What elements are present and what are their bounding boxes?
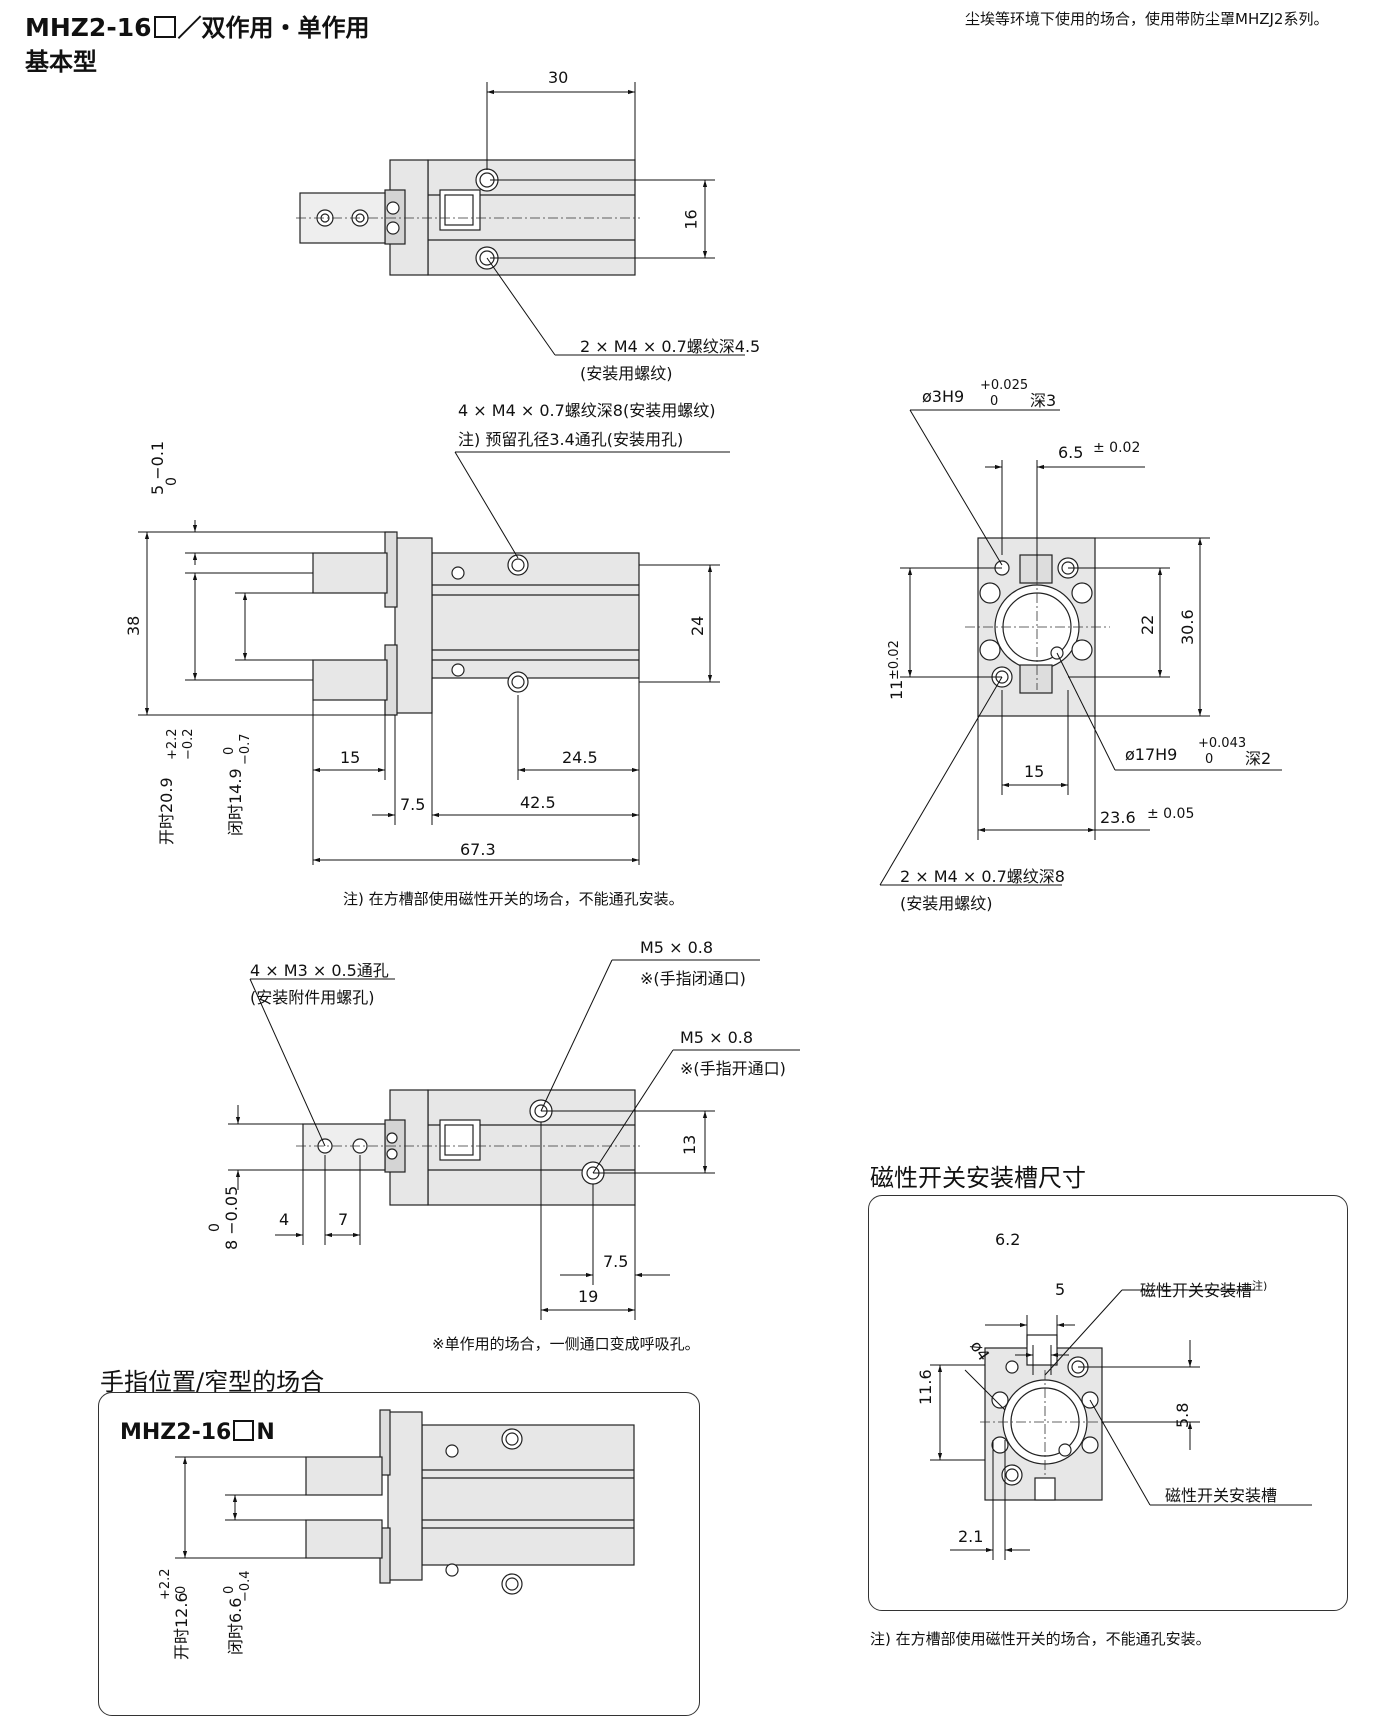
narrow-open-label: 开时12.6: [172, 1592, 191, 1660]
open-label: 开时20.9: [157, 777, 176, 845]
dim-67-3: 67.3: [460, 840, 496, 859]
narrow-view-body: [305, 1409, 635, 1595]
closed-label: 闭时14.9: [226, 768, 245, 836]
dim-16: 16: [681, 209, 701, 230]
bottom-c3-line2: ※(手指开通口): [680, 1059, 786, 1078]
dim-23-6: 23.6: [1100, 808, 1136, 827]
side-callout-line2: 注) 预留孔径3.4通孔(安装用孔): [458, 430, 684, 449]
side-view-body: [312, 531, 640, 716]
bottom-c2-line1: M5 × 0.8: [640, 938, 714, 957]
side-callout-line1: 4 × M4 × 0.7螺纹深8(安装用螺纹): [458, 401, 716, 420]
page-subtitle: 基本型: [25, 48, 97, 76]
tol-5: 5 −0.1: [148, 440, 167, 495]
dim-24: 24: [688, 615, 707, 636]
dim-6-5-tol: ± 0.02: [1093, 440, 1141, 456]
c1-tol-upper: +0.025: [980, 378, 1029, 393]
switch-note: 注) 在方槽部使用磁性开关的场合，不能通孔安装。: [870, 1630, 1211, 1648]
dim-38: 38: [124, 615, 143, 636]
top-callout-line1: 2 × M4 × 0.7螺纹深4.5: [580, 337, 761, 356]
narrow-panel: [98, 1392, 700, 1716]
side-note: 注) 在方槽部使用磁性开关的场合，不能通孔安装。: [343, 890, 684, 908]
narrow-closed-tol-lower: −0.4: [238, 1570, 253, 1602]
dim-7-5: 7.5: [400, 795, 426, 814]
closed-tol-lower: −0.7: [238, 733, 253, 765]
narrow-closed-tol-upper: 0: [222, 1585, 237, 1594]
top-note: 尘埃等环境下使用的场合，使用带防尘罩MHZJ2系列。: [965, 10, 1329, 28]
narrow-closed-label: 闭时6.6: [226, 1597, 245, 1655]
c2-depth: 深2: [1245, 749, 1272, 768]
open-tol-lower: −0.2: [181, 728, 196, 760]
bottom-c3-line1: M5 × 0.8: [680, 1028, 754, 1047]
tol-8: 8 −0.05: [222, 1185, 241, 1250]
c2-tol-upper: +0.043: [1198, 736, 1247, 751]
bottom-c1-line2: (安装附件用螺孔): [250, 988, 375, 1007]
switch-panel: [868, 1195, 1348, 1611]
blank-box-icon: [153, 16, 176, 38]
dim-7-5-bottom: 7.5: [603, 1252, 629, 1271]
dim-11: 11: [887, 679, 906, 700]
end-callout-line1: 2 × M4 × 0.7螺纹深8: [900, 867, 1065, 886]
c1-tol-lower: 0: [990, 394, 999, 409]
narrow-open-tol-upper: +2.2: [158, 1568, 173, 1600]
dim-11-6: 11.6: [916, 1369, 935, 1405]
tol-5-upper: 0: [164, 477, 180, 486]
dim-30-6: 30.6: [1178, 609, 1197, 645]
narrow-open-tol-lower: 0: [174, 1585, 189, 1594]
bottom-c1-line1: 4 × M3 × 0.5通孔: [250, 961, 389, 980]
dim-19: 19: [578, 1287, 599, 1306]
bottom-note: ※单作用的场合，一侧通口变成呼吸孔。: [432, 1335, 700, 1353]
tol-8-upper: 0: [207, 1223, 223, 1232]
dim-30: 30: [548, 68, 569, 87]
blank-box-icon: [233, 1420, 255, 1441]
closed-tol-upper: 0: [222, 746, 237, 755]
dim-6-5: 6.5: [1058, 443, 1084, 462]
dim-13: 13: [680, 1134, 699, 1155]
slot-label-2: 磁性开关安装槽: [1165, 1486, 1278, 1505]
dim-2-1: 2.1: [958, 1527, 984, 1546]
bottom-c2-line2: ※(手指闭通口): [640, 969, 746, 988]
dim-15: 15: [340, 748, 361, 767]
top-callout-line2: (安装用螺纹): [580, 364, 673, 383]
dim-6-2: 6.2: [995, 1230, 1021, 1249]
dim-7: 7: [338, 1210, 349, 1229]
open-tol-upper: +2.2: [165, 728, 180, 760]
dim-4: 4: [279, 1210, 290, 1229]
dim-24-5: 24.5: [562, 748, 598, 767]
dim-5: 5: [1055, 1280, 1066, 1299]
c1-depth: 深3: [1030, 391, 1057, 410]
narrow-heading: 手指位置/窄型的场合: [100, 1368, 325, 1396]
page-title: MHZ2-16／双作用・单作用: [25, 13, 370, 42]
bottom-view-body: [302, 1089, 636, 1206]
c2-main: ø17H9: [1125, 745, 1178, 764]
dim-23-6-tol: ± 0.05: [1147, 806, 1195, 822]
dim-22: 22: [1138, 614, 1157, 635]
slot-label: 磁性开关安装槽注): [1140, 1279, 1268, 1300]
dim-15-end: 15: [1024, 762, 1045, 781]
dim-42-5: 42.5: [520, 793, 556, 812]
switch-heading: 磁性开关安装槽尺寸: [870, 1164, 1086, 1192]
end-callout-line2: (安装用螺纹): [900, 894, 993, 913]
c2-tol-lower: 0: [1205, 752, 1214, 767]
c1-main: ø3H9: [922, 387, 965, 406]
dim-11-tol: ±0.02: [887, 640, 902, 680]
switch-slot-body: [984, 1334, 1103, 1501]
dim-5-8: 5.8: [1173, 1402, 1192, 1428]
